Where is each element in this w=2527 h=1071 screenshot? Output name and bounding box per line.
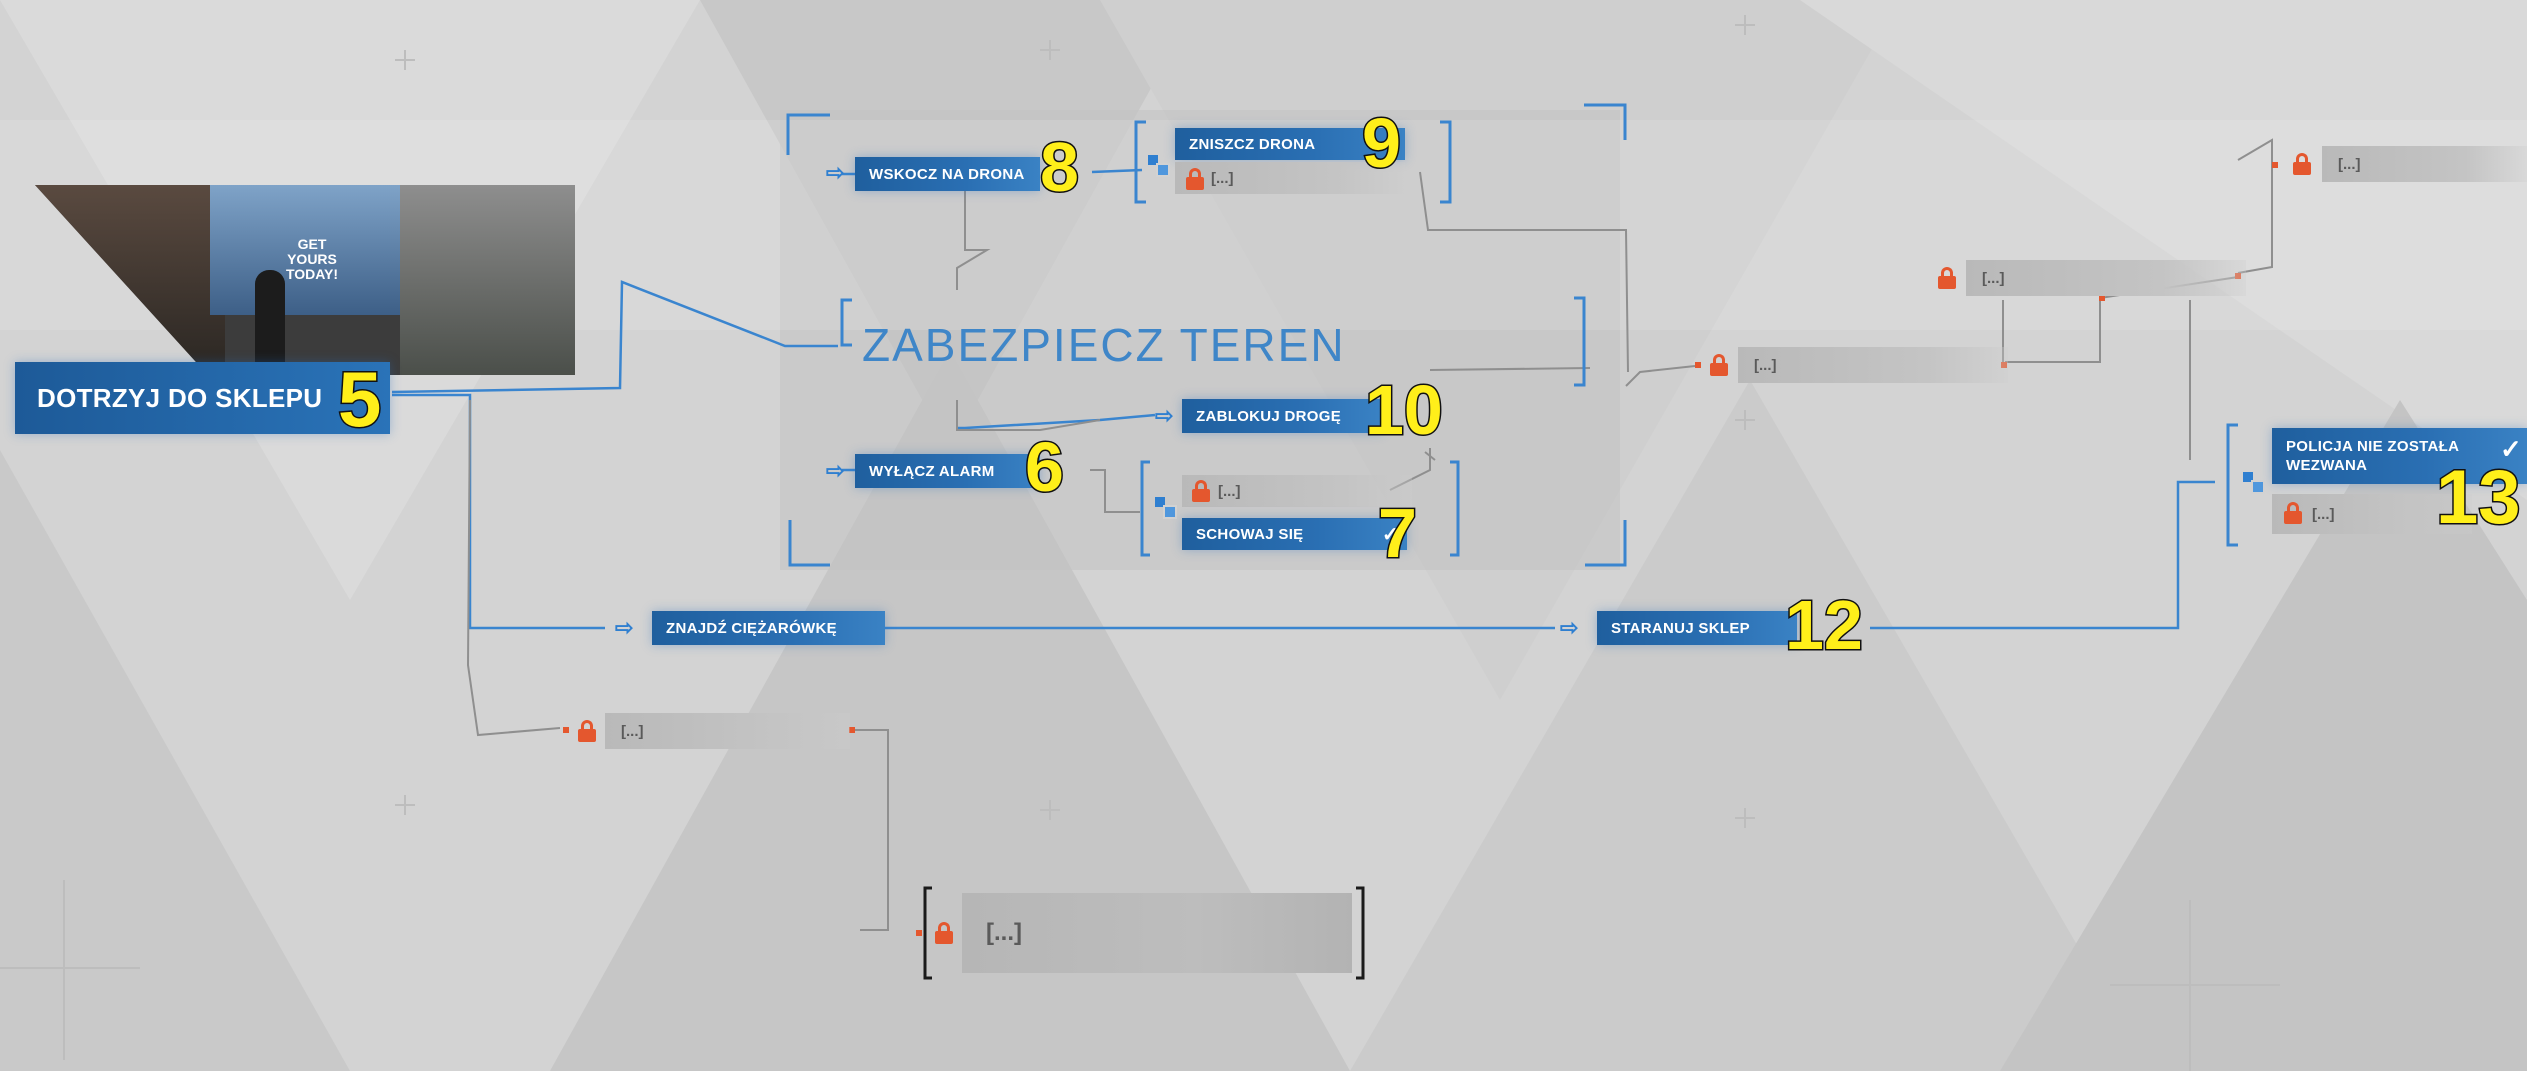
locked-node-upper-right: [...] [1966,260,2246,296]
lock-icon [578,720,596,742]
node-police-locked: [...] [2272,494,2472,534]
node-hide[interactable]: SCHOWAJ SIĘ ✓ [1182,518,1407,550]
node-number-5: 5 [336,355,382,443]
node-number-13: 13 [2435,455,2523,540]
lock-icon [2284,502,2302,524]
node-destroy-drone-label: ZNISZCZ DRONA [1189,135,1316,153]
arrow-right-icon: ⇨ [826,160,845,185]
node-police-label-line2: WEZWANA [2286,457,2368,474]
node-block-road[interactable]: ZABLOKUJ DROGĘ [1182,399,1382,433]
node-hide-locked: [...] [1182,475,1412,507]
character-silhouette [255,270,285,370]
lock-icon [935,922,953,944]
node-number-12: 12 [1784,586,1865,664]
split-icon [2243,472,2265,494]
node-police-label: POLICJA NIE ZOSTAŁA WEZWANA [2286,437,2459,475]
node-police-label-line1: POLICJA NIE ZOSTAŁA [2286,438,2460,455]
node-jump-drone-label: WSKOCZ NA DRONA [869,165,1025,183]
check-icon: ✓ [2500,434,2523,464]
locked-label: [...] [986,919,1022,946]
split-icon [1148,155,1170,177]
node-reach-shop[interactable]: DOTRZYJ DO SKLEPU [15,362,390,434]
node-destroy-drone-locked: [...] [1175,162,1405,194]
section-title: ZABEZPIECZ TEREN [862,319,1346,371]
lock-icon [2293,153,2311,175]
node-destroy-drone[interactable]: ZNISZCZ DRONA [1175,128,1405,160]
node-find-truck-label: ZNAJDŹ CIĘŻARÓWKĘ [666,619,837,637]
lock-icon [1186,168,1204,190]
node-number-7: 7 [1377,494,1419,572]
locked-label: [...] [1754,356,1777,374]
node-number-10: 10 [1364,371,1445,449]
lock-icon [1192,480,1210,502]
node-jump-drone[interactable]: WSKOCZ NA DRONA [855,157,1040,191]
node-disable-alarm-label: WYŁĄCZ ALARM [869,462,995,480]
locked-node-mid-right: [...] [1738,347,2008,383]
locked-node-bottom: [...] [962,893,1352,973]
node-block-road-label: ZABLOKUJ DROGĘ [1196,407,1342,425]
split-icon [1155,497,1177,519]
node-number-6: 6 [1024,428,1066,506]
arrow-right-icon: ⇨ [1155,403,1174,428]
node-hide-label: SCHOWAJ SIĘ [1196,525,1304,543]
locked-label: [...] [621,722,644,740]
node-disable-alarm[interactable]: WYŁĄCZ ALARM [855,454,1040,488]
billboard-poster: GET YOURS TODAY! [210,185,400,315]
locked-node-top-right: [...] [2322,146,2527,182]
lock-icon [1710,354,1728,376]
node-find-truck[interactable]: ZNAJDŹ CIĘŻARÓWKĘ [652,611,885,645]
check-icon: ✓ [1382,524,1400,546]
locked-label: [...] [1982,269,2005,287]
node-reach-shop-label: DOTRZYJ DO SKLEPU [37,382,323,413]
arrow-right-icon: ⇨ [1560,615,1579,640]
node-ram-shop[interactable]: STARANUJ SKLEP [1597,611,1797,645]
street-scene [400,185,575,375]
poster-text: GET YOURS TODAY! [285,236,339,282]
locked-label: [...] [1211,169,1234,187]
locked-label: [...] [1218,482,1241,500]
node-police-not-called[interactable]: POLICJA NIE ZOSTAŁA WEZWANA ✓ [2272,428,2527,484]
node-number-8: 8 [1039,128,1081,206]
lock-icon [1938,267,1956,289]
locked-label: [...] [2338,155,2361,173]
arrow-right-icon: ⇨ [615,615,634,640]
node-number-9: 9 [1361,104,1403,182]
node-ram-shop-label: STARANUJ SKLEP [1611,619,1750,637]
locked-node-lower-left: [...] [605,713,850,749]
arrow-right-icon: ⇨ [826,458,845,483]
locked-label: [...] [2312,505,2335,523]
